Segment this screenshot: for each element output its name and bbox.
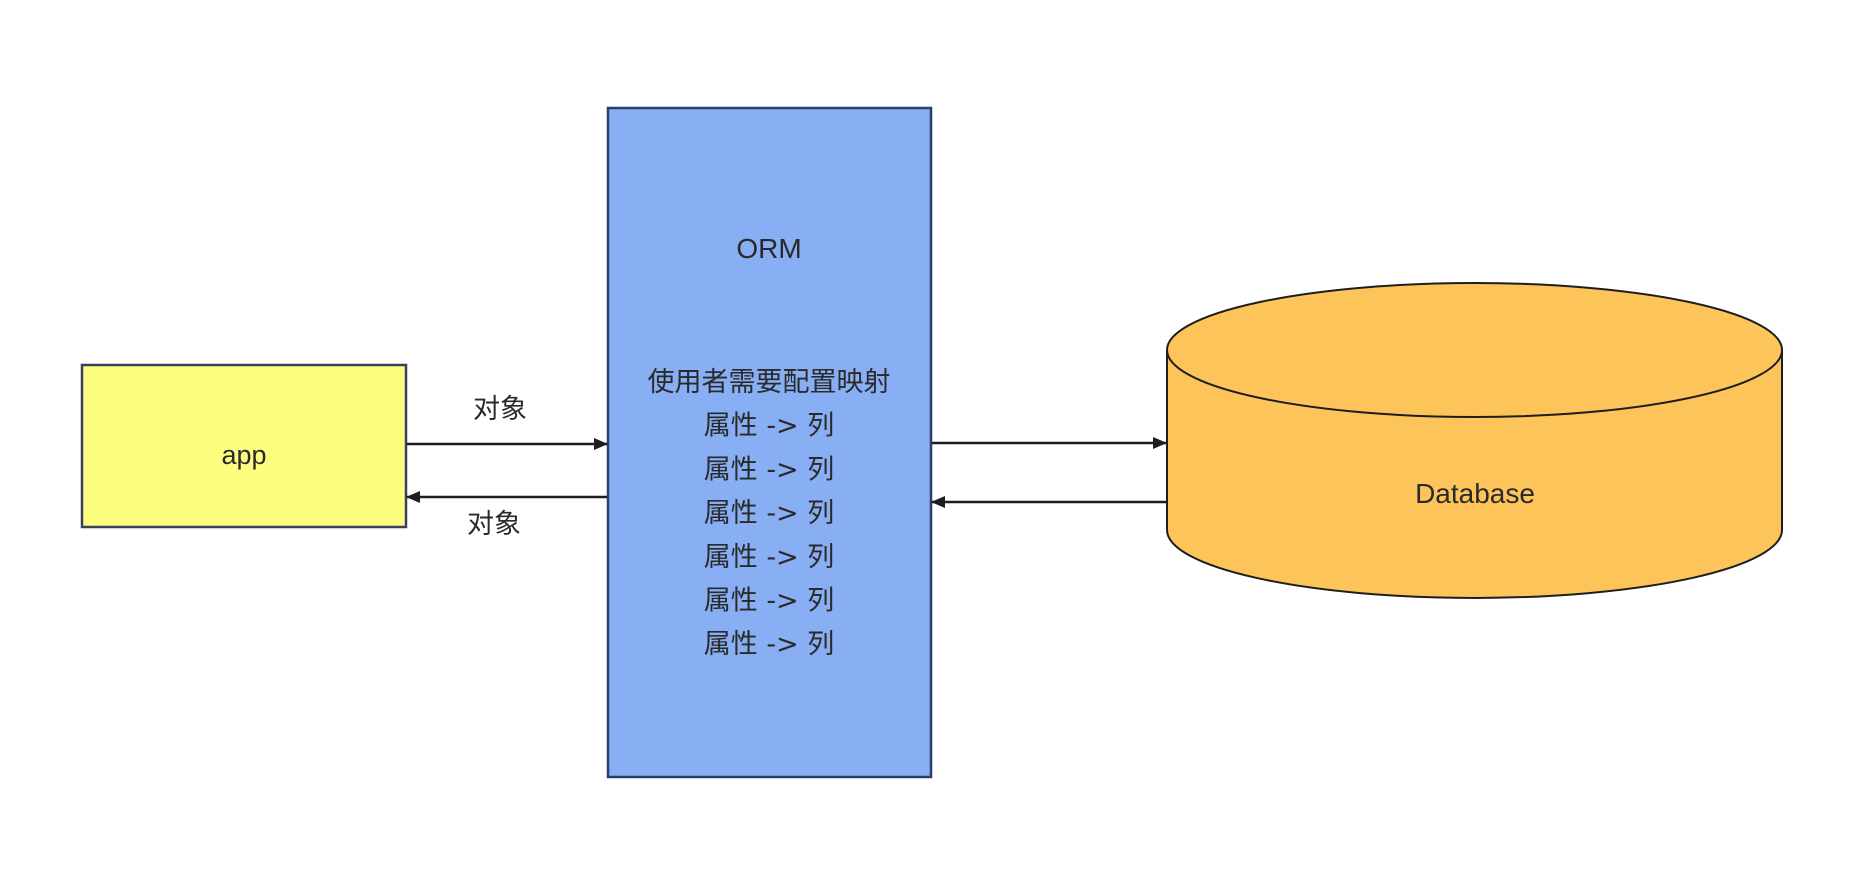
- app-box[interactable]: [80, 363, 408, 529]
- orm-box[interactable]: [606, 106, 933, 779]
- app-node[interactable]: app: [80, 363, 408, 529]
- orm-mapping-note: 使用者需要配置映射: [648, 367, 891, 398]
- orm-mapping-line: 属性 -> 列: [704, 454, 835, 485]
- database-cylinder-top[interactable]: [1166, 282, 1783, 418]
- database-node[interactable]: Database: [1166, 282, 1783, 599]
- edge-app-to-orm-label: 对象: [473, 394, 527, 425]
- edges: 对象 对象: [406, 394, 1167, 540]
- orm-mapping-line: 属性 -> 列: [704, 498, 835, 529]
- app-label: app: [221, 440, 266, 470]
- orm-mapping-line: 属性 -> 列: [704, 629, 835, 660]
- database-cylinder-body[interactable]: [1166, 350, 1783, 599]
- database-label: Database: [1415, 478, 1535, 509]
- orm-mapping-line: 属性 -> 列: [704, 586, 835, 617]
- orm-mapping-line: 属性 -> 列: [704, 411, 835, 442]
- orm-title: ORM: [736, 233, 801, 264]
- edge-orm-to-app-label: 对象: [467, 509, 521, 540]
- orm-mapping-line: 属性 -> 列: [704, 542, 835, 573]
